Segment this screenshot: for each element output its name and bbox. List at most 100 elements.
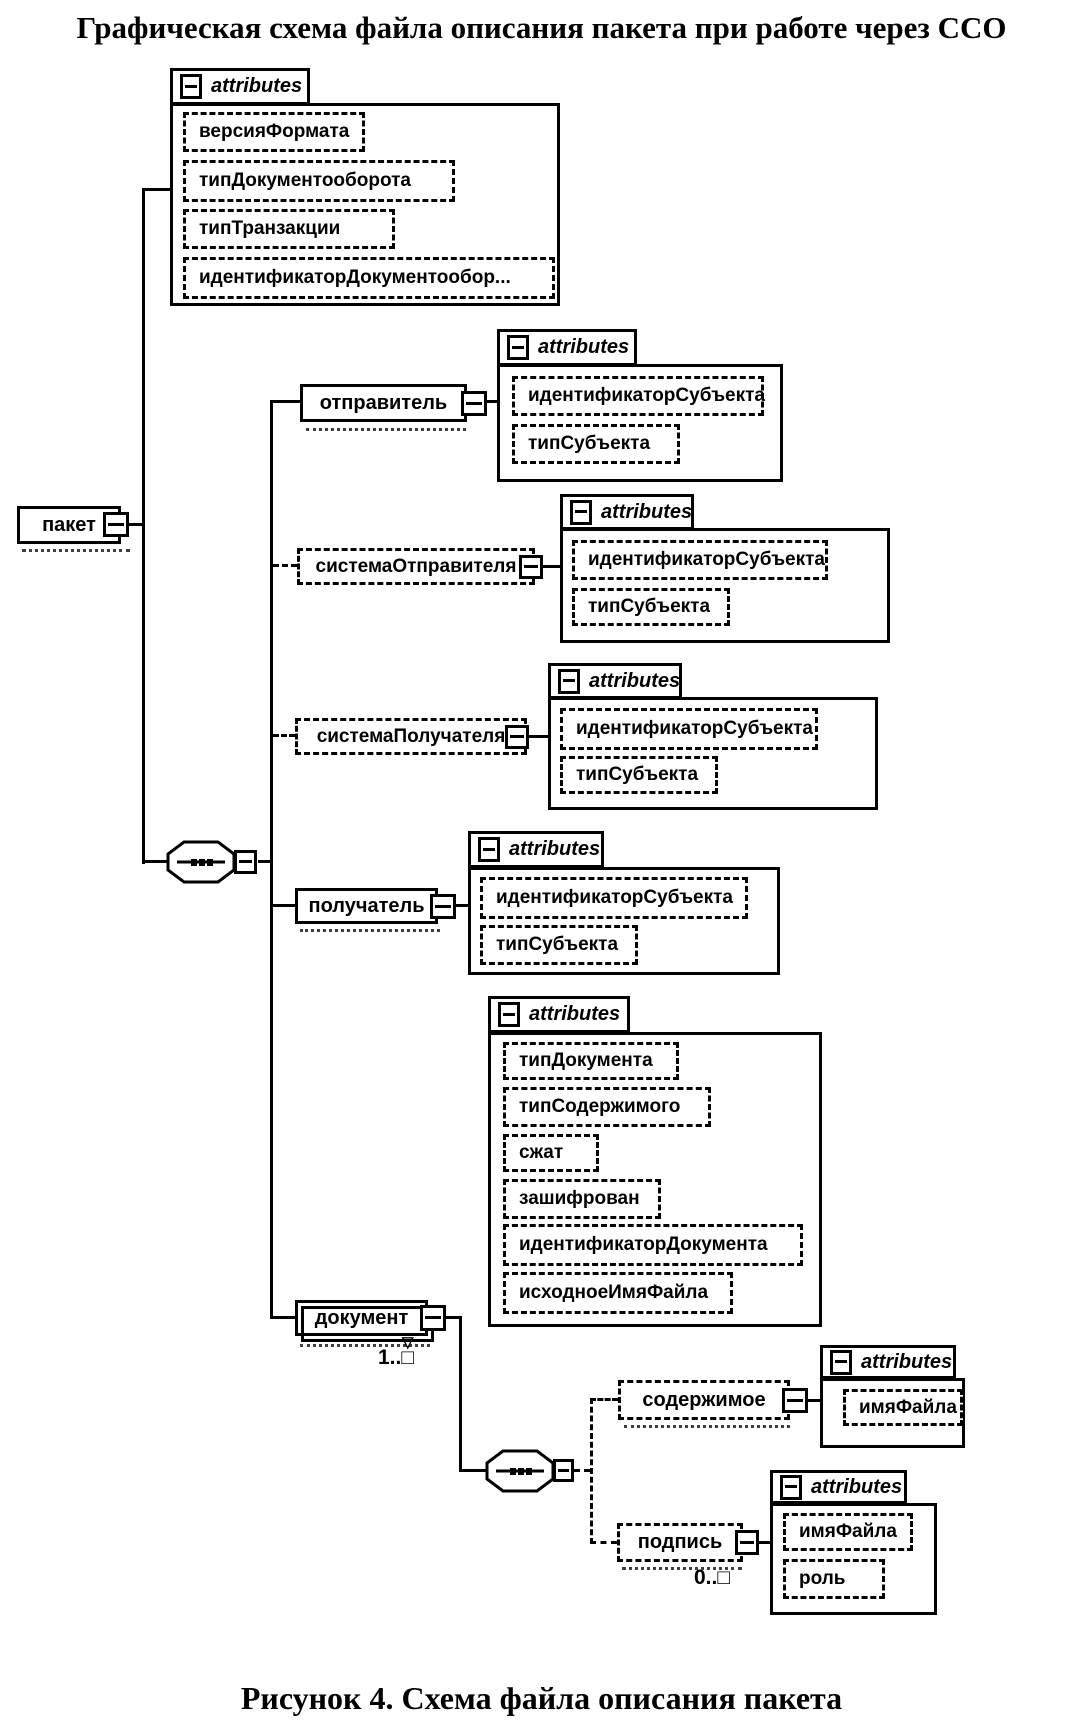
connector-line bbox=[273, 564, 297, 567]
expand-icon bbox=[505, 725, 529, 749]
element-dokument: документ bbox=[295, 1300, 434, 1342]
connector-line bbox=[270, 400, 273, 1319]
expand-icon bbox=[461, 391, 487, 416]
connector-line bbox=[273, 734, 295, 737]
collapse-minus-icon bbox=[830, 1349, 852, 1375]
sequence-icon bbox=[166, 840, 236, 884]
connector-line bbox=[529, 735, 548, 738]
collapse-minus-icon bbox=[780, 1474, 802, 1500]
connector-line bbox=[574, 1469, 590, 1472]
sequence-icon bbox=[485, 1449, 555, 1493]
element-sistema-poluchatelya: системаПолучателя bbox=[295, 718, 527, 755]
element-paket: пакет bbox=[17, 506, 121, 544]
collapse-minus-icon bbox=[180, 74, 202, 99]
expand-icon bbox=[553, 1459, 574, 1482]
attributes-tab: attributes bbox=[820, 1345, 956, 1379]
connector-line bbox=[590, 1398, 593, 1544]
page-title: Графическая схема файла описания пакета … bbox=[76, 10, 1007, 45]
attribute-box: типСубъекта bbox=[512, 424, 680, 464]
connector-line bbox=[543, 565, 560, 568]
scan-smudge bbox=[624, 1425, 790, 1428]
multiplicity-triangle-icon: ▽ bbox=[402, 1334, 414, 1351]
connector-line bbox=[258, 860, 273, 863]
connector-line bbox=[456, 904, 468, 907]
attribute-box: типТранзакции bbox=[183, 209, 395, 249]
collapse-minus-icon bbox=[498, 1002, 520, 1027]
attribute-box: типСубъекта bbox=[480, 925, 638, 965]
connector-line bbox=[459, 1316, 462, 1472]
attribute-box: типСодержимого bbox=[503, 1087, 711, 1127]
scan-smudge bbox=[300, 1344, 430, 1347]
attributes-tab: attributes bbox=[488, 996, 630, 1033]
scan-smudge bbox=[622, 1567, 742, 1570]
expand-icon bbox=[782, 1388, 808, 1413]
connector-line bbox=[273, 400, 300, 403]
attribute-box: имяФайла bbox=[843, 1389, 963, 1426]
attribute-box: исходноеИмяФайла bbox=[503, 1272, 733, 1314]
connector-line bbox=[459, 1469, 487, 1472]
attribute-box: имяФайла bbox=[783, 1513, 913, 1551]
attribute-box: сжат bbox=[503, 1134, 599, 1172]
attribute-box: типДокументооборота bbox=[183, 160, 455, 202]
connector-line bbox=[142, 188, 170, 191]
occurrence-label: 1..□ bbox=[378, 1346, 415, 1369]
connector-line bbox=[487, 400, 497, 403]
attributes-tab: attributes bbox=[170, 68, 310, 105]
attribute-box: типСубъекта bbox=[572, 588, 730, 626]
collapse-minus-icon bbox=[570, 499, 592, 525]
attribute-box: зашифрован bbox=[503, 1179, 661, 1219]
attribute-box: типСубъекта bbox=[560, 756, 718, 794]
attributes-label: attributes bbox=[538, 336, 630, 358]
attribute-box: идентификаторДокумента bbox=[503, 1224, 803, 1266]
attributes-label: attributes bbox=[529, 1003, 621, 1025]
occurrence-label: 0..□ bbox=[694, 1566, 731, 1589]
attributes-tab: attributes bbox=[468, 831, 604, 868]
collapse-minus-icon bbox=[558, 668, 580, 694]
expand-icon bbox=[234, 850, 257, 874]
expand-icon bbox=[103, 512, 129, 537]
attributes-label: attributes bbox=[811, 1475, 903, 1498]
expand-icon bbox=[430, 894, 456, 919]
attribute-box: версияФормата bbox=[183, 112, 365, 152]
connector-line bbox=[273, 904, 295, 907]
connector-line bbox=[142, 188, 145, 864]
attributes-label: attributes bbox=[211, 75, 303, 97]
attribute-box: идентификаторСубъекта bbox=[572, 540, 828, 580]
attribute-box: идентификаторДокументообор... bbox=[183, 257, 555, 299]
scan-smudge bbox=[300, 929, 440, 932]
attributes-label: attributes bbox=[601, 500, 693, 523]
connector-line bbox=[808, 1399, 820, 1402]
expand-icon bbox=[420, 1305, 446, 1331]
attribute-box: идентификаторСубъекта bbox=[512, 376, 765, 416]
connector-line bbox=[446, 1316, 462, 1319]
scan-smudge bbox=[306, 428, 466, 431]
attributes-tab: attributes bbox=[497, 329, 637, 366]
figure-caption: Рисунок 4. Схема файла описания пакета bbox=[240, 1680, 843, 1716]
element-otpravitel: отправитель bbox=[300, 384, 467, 422]
scan-smudge bbox=[22, 549, 130, 552]
connector-line bbox=[273, 1316, 295, 1319]
attributes-tab: attributes bbox=[560, 494, 694, 530]
attributes-label: attributes bbox=[861, 1350, 953, 1373]
attribute-box: типДокумента bbox=[503, 1042, 679, 1080]
attributes-tab: attributes bbox=[770, 1470, 907, 1504]
attribute-box: роль bbox=[783, 1559, 885, 1599]
connector-line bbox=[590, 1541, 617, 1544]
expand-icon bbox=[735, 1530, 759, 1555]
collapse-minus-icon bbox=[507, 335, 529, 360]
element-poluchatel: получатель bbox=[295, 888, 438, 924]
expand-icon bbox=[519, 555, 543, 579]
connector-line bbox=[145, 860, 171, 863]
attribute-box: идентификаторСубъекта bbox=[480, 877, 748, 919]
connector-line bbox=[590, 1398, 618, 1401]
collapse-minus-icon bbox=[478, 837, 500, 862]
attribute-box: идентификаторСубъекта bbox=[560, 708, 818, 750]
attributes-label: attributes bbox=[509, 838, 601, 860]
element-soderzhimoe: содержимое bbox=[618, 1380, 790, 1420]
element-sistema-otpravitelya: системаОтправителя bbox=[297, 548, 535, 585]
attributes-label: attributes bbox=[589, 669, 681, 692]
connector-line bbox=[129, 523, 145, 526]
element-podpis: подпись bbox=[617, 1523, 743, 1562]
connector-line bbox=[759, 1541, 770, 1544]
